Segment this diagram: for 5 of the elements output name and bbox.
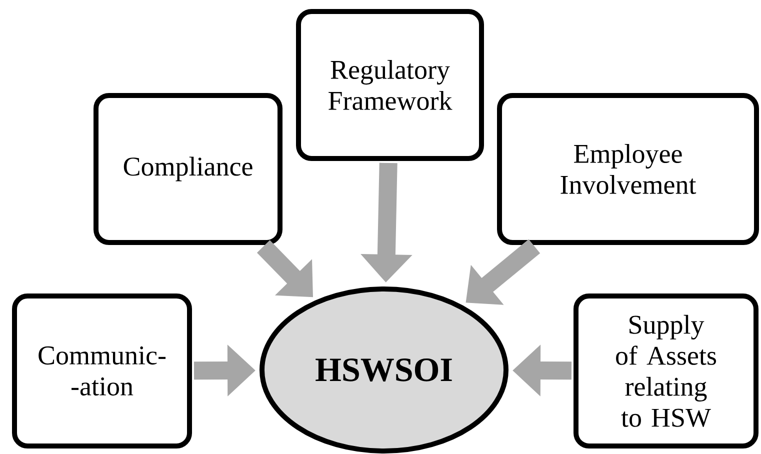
concept-box: Supply of Assets relating to HSW	[574, 294, 758, 448]
concept-box: Communic- -ation	[12, 294, 192, 448]
concept-box: Compliance	[94, 93, 282, 245]
concept-box: Employee Involvement	[497, 93, 759, 245]
concept-box: Regulatory Framework	[296, 9, 484, 161]
